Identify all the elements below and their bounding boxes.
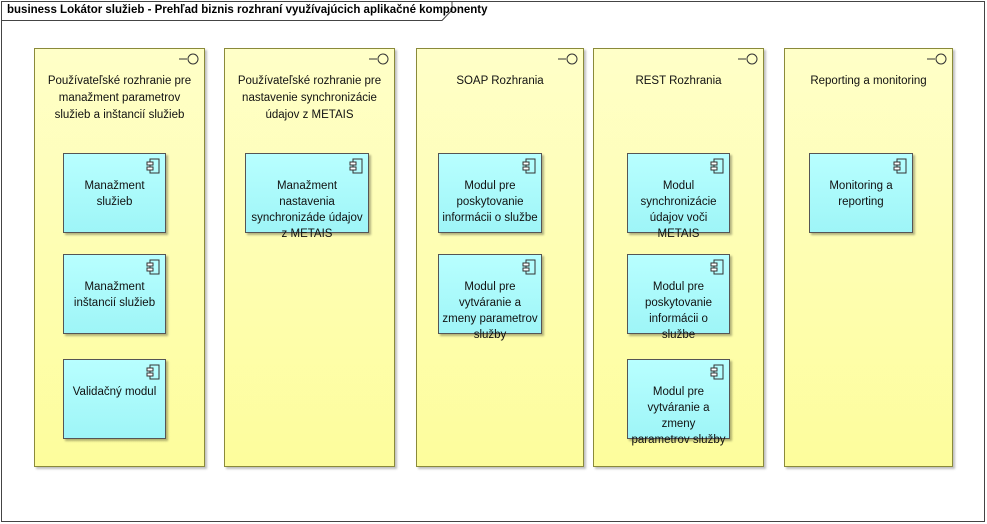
component-soap-vytvaranie[interactable]: Modul pre vytváranie a zmeny parametrov … xyxy=(438,254,542,341)
interface-lollipop-icon xyxy=(179,53,199,65)
component-rest-synchronizacia[interactable]: Modul synchronizácie údajov voči METAIS xyxy=(627,153,730,240)
component-title: Manažment nastavenia synchronizáde údajo… xyxy=(251,180,363,240)
title-tab-outline xyxy=(1,1,453,21)
diagram-title-tab: business Lokátor služieb - Prehľad bizni… xyxy=(1,1,488,21)
component-rest-vytvaranie[interactable]: Modul pre vytváranie a zmeny parametrov … xyxy=(627,359,730,446)
interface-lollipop-icon xyxy=(369,53,389,65)
interface-title: Používateľské rozhranie pre nastavenie s… xyxy=(237,75,382,121)
component-title: Modul pre vytváranie a zmeny parametrov … xyxy=(442,281,538,341)
component-title: Validačný modul xyxy=(72,386,157,398)
component-icon xyxy=(146,158,160,174)
component-title: Modul pre poskytovanie informácii o služ… xyxy=(644,281,713,341)
component-title: Modul synchronizácie údajov voči METAIS xyxy=(640,180,717,240)
component-icon xyxy=(522,259,536,275)
component-title: Monitoring a reporting xyxy=(829,180,893,208)
component-manazment-synchronizacie[interactable]: Manažment nastavenia synchronizáde údajo… xyxy=(245,153,369,240)
interface-reporting-monitoring[interactable]: Reporting a monitoring xyxy=(784,48,953,467)
component-title: Manažment inštancií služieb xyxy=(73,281,156,309)
interface-lollipop-icon xyxy=(927,53,947,65)
interface-title: SOAP Rozhrania xyxy=(456,75,544,87)
component-monitoring-reporting[interactable]: Monitoring a reporting xyxy=(809,153,913,233)
component-icon xyxy=(710,259,724,275)
diagram-title: business Lokátor služieb - Prehľad bizni… xyxy=(7,4,488,16)
interface-title: Reporting a monitoring xyxy=(810,75,927,87)
component-icon xyxy=(146,364,160,380)
component-title: Modul pre vytváranie a zmeny parametrov … xyxy=(631,386,726,446)
component-title: Manažment služieb xyxy=(84,180,145,208)
component-soap-poskytovanie[interactable]: Modul pre poskytovanie informácii o služ… xyxy=(438,153,542,233)
interface-lollipop-icon xyxy=(738,53,758,65)
interface-ui-metais-sync[interactable]: Používateľské rozhranie pre nastavenie s… xyxy=(224,48,395,467)
interface-lollipop-icon xyxy=(558,53,578,65)
component-manazment-instancii[interactable]: Manažment inštancií služieb xyxy=(63,254,166,334)
component-title: Modul pre poskytovanie informácii o služ… xyxy=(442,180,538,224)
component-icon xyxy=(710,158,724,174)
interface-title: Používateľské rozhranie pre manažment pa… xyxy=(47,75,192,121)
component-manazment-sluzieb[interactable]: Manažment služieb xyxy=(63,153,166,233)
component-icon xyxy=(522,158,536,174)
component-icon xyxy=(349,158,363,174)
component-validacny-modul[interactable]: Validačný modul xyxy=(63,359,166,439)
component-icon xyxy=(893,158,907,174)
interface-title: REST Rozhrania xyxy=(635,75,722,87)
component-rest-poskytovanie[interactable]: Modul pre poskytovanie informácii o služ… xyxy=(627,254,730,341)
component-icon xyxy=(146,259,160,275)
component-icon xyxy=(710,364,724,380)
